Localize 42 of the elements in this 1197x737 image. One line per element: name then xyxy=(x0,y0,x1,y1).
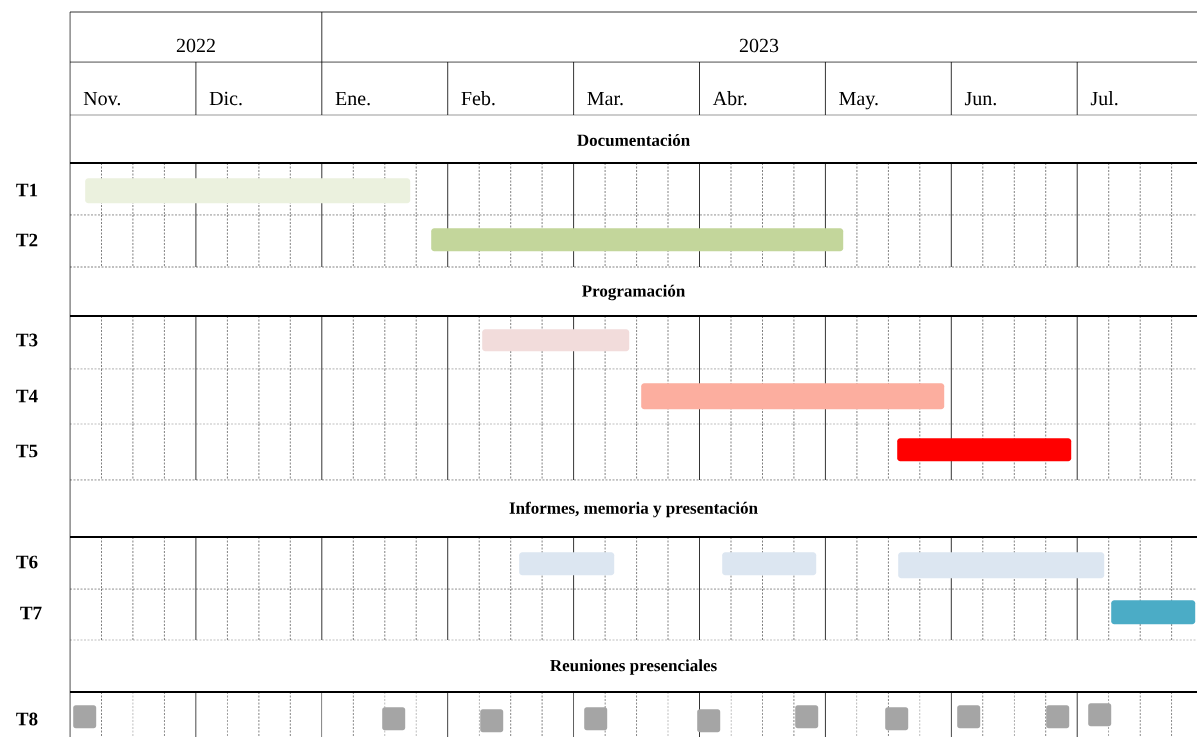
meeting-marker xyxy=(885,707,909,731)
row-label: T2 xyxy=(16,233,38,247)
meeting-marker xyxy=(73,705,97,729)
month-label: Jul. xyxy=(1090,91,1118,106)
row-label: T8 xyxy=(16,712,38,726)
task-bar xyxy=(641,383,945,410)
meeting-marker xyxy=(957,705,981,729)
month-label: Nov. xyxy=(83,91,121,106)
meeting-marker xyxy=(795,705,819,729)
meeting-marker xyxy=(584,707,608,731)
task-bar xyxy=(519,552,615,576)
section-header: Documentación xyxy=(577,134,690,146)
row-label: T7 xyxy=(20,606,42,620)
month-label: Feb. xyxy=(461,91,495,106)
row-label: T5 xyxy=(16,444,38,458)
year-label: 2023 xyxy=(739,38,779,53)
month-label: Ene. xyxy=(335,91,370,106)
section-header: Programación xyxy=(582,284,686,301)
task-bar xyxy=(482,329,630,352)
task-bar xyxy=(722,552,817,576)
meeting-marker xyxy=(480,709,504,733)
meeting-marker xyxy=(697,709,721,733)
task-bar xyxy=(1111,600,1196,625)
section-header: Informes, memoria y presentación xyxy=(509,501,758,518)
year-label: 2022 xyxy=(176,38,215,53)
row-label: T6 xyxy=(16,555,38,569)
month-label: Mar. xyxy=(587,91,623,106)
month-label: Jun. xyxy=(964,91,996,106)
month-label: Dic. xyxy=(209,91,242,106)
task-bar xyxy=(897,438,1072,462)
row-label: T4 xyxy=(16,389,38,403)
meeting-marker xyxy=(1046,705,1070,729)
task-bar xyxy=(85,178,411,204)
meeting-marker xyxy=(382,707,406,731)
row-label: T3 xyxy=(16,333,38,347)
task-bar xyxy=(431,228,844,252)
section-header: Reuniones presenciales xyxy=(550,659,717,675)
task-bar xyxy=(898,552,1105,579)
row-label: T1 xyxy=(16,183,38,197)
month-label: May. xyxy=(839,91,878,110)
meeting-marker xyxy=(1088,703,1112,727)
month-label: Abr. xyxy=(712,91,747,106)
